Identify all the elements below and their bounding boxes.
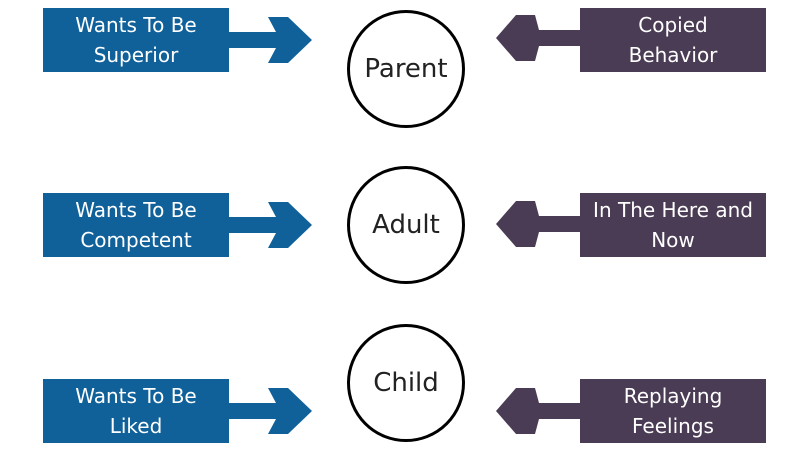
parent-right-text: Copied Behavior xyxy=(628,13,718,67)
child-right-box: Replaying Feelings xyxy=(580,379,766,443)
child-left-arrow xyxy=(229,388,312,434)
parent-left-arrow xyxy=(229,17,312,63)
child-right-arrow xyxy=(496,388,580,434)
parent-left-box: Wants To Be Superior xyxy=(43,8,229,72)
adult-right-box: In The Here and Now xyxy=(580,193,766,257)
adult-label: Adult xyxy=(372,210,440,240)
child-circle: Child xyxy=(347,324,465,442)
adult-circle: Adult xyxy=(347,166,465,284)
adult-left-arrow xyxy=(229,202,312,248)
adult-right-arrow xyxy=(496,201,580,247)
child-label: Child xyxy=(373,368,439,398)
parent-right-arrow xyxy=(496,15,580,61)
adult-left-text: Wants To Be Competent xyxy=(75,198,197,252)
child-right-text: Replaying Feelings xyxy=(623,384,723,438)
child-left-text: Wants To Be Liked xyxy=(75,384,197,438)
adult-left-box: Wants To Be Competent xyxy=(43,193,229,257)
child-left-box: Wants To Be Liked xyxy=(43,379,229,443)
parent-circle: Parent xyxy=(347,10,465,128)
parent-label: Parent xyxy=(364,54,448,84)
parent-right-box: Copied Behavior xyxy=(580,8,766,72)
parent-left-text: Wants To Be Superior xyxy=(75,13,197,67)
adult-right-text: In The Here and Now xyxy=(593,198,753,252)
